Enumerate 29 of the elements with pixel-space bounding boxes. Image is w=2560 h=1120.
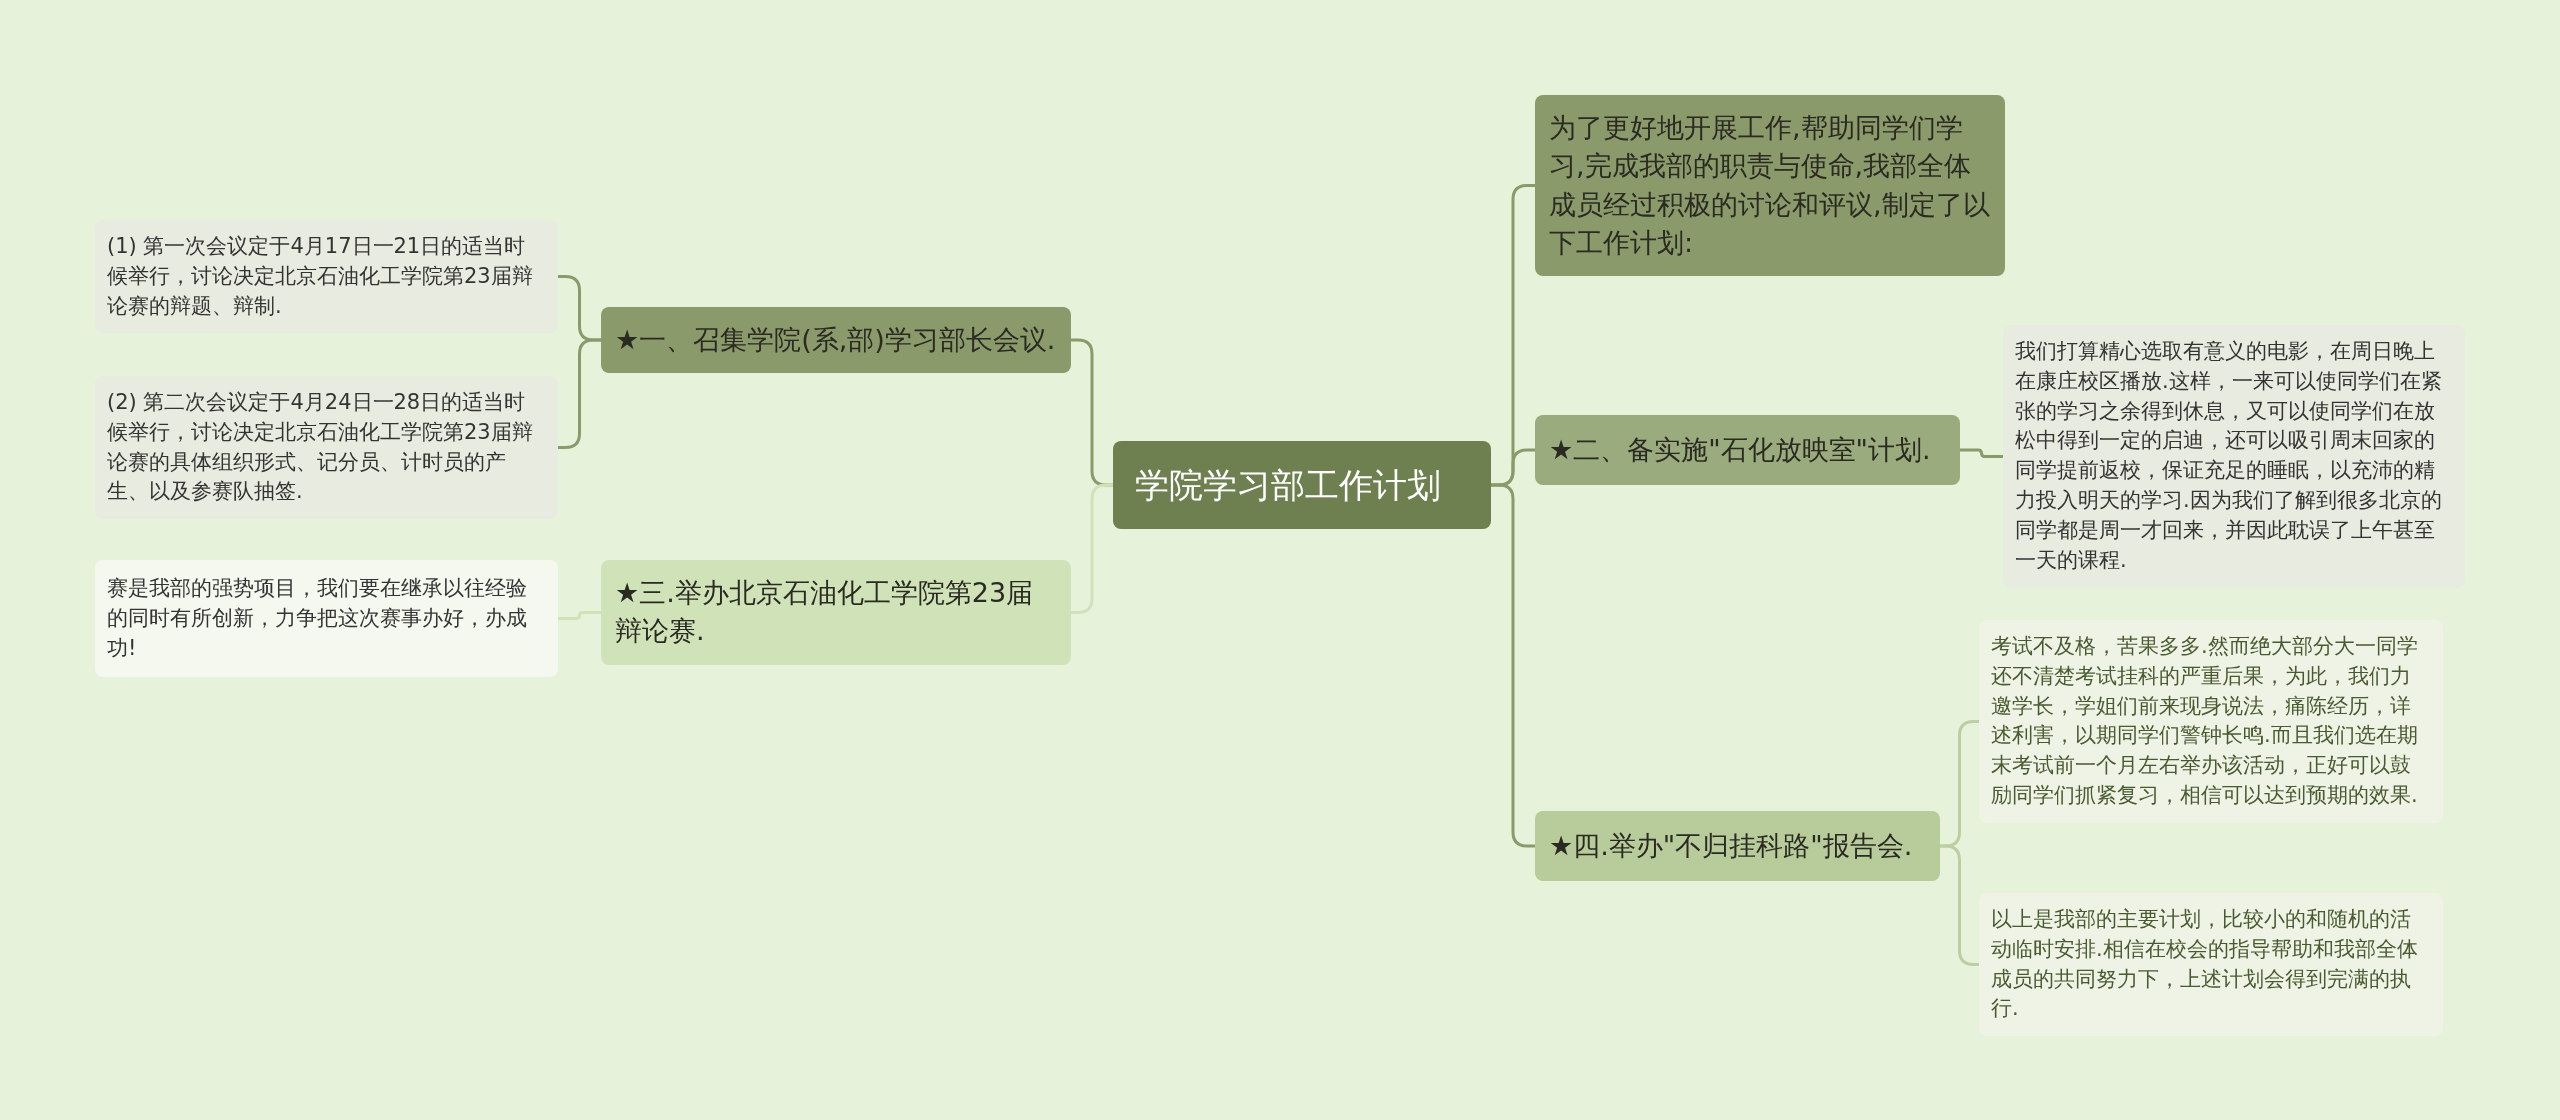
connector-line	[558, 611, 601, 620]
note-box	[1979, 893, 2443, 1037]
note-box	[1979, 620, 2443, 823]
connector-line	[1960, 448, 2003, 458]
root-topic-box	[1113, 441, 1491, 530]
topic-box	[1535, 811, 1940, 882]
topic-text: ★二、备实施"石化放映室"计划.	[1549, 433, 1932, 467]
topic-text: 为了更好地开展工作,帮助同学们学习,完成我部的职责与使命,我部全体成员经过积极的讨论和评议,制定了以下工作计划:	[1549, 111, 1991, 260]
title-text: 学院学习部工作计划	[1135, 464, 1442, 507]
note-box	[95, 560, 558, 678]
note-text: 我们打算精心选取有意义的电影，在周日晚上在康庄校区播放.这样，一来可以使同学们在紧张的学习之余得到休息，又可以使同学们在放松中得到一定的启迪，还可以吸引周末回家的同学提前返校，保证充足的睡眠，以充沛的精力投入明天的学习.因为我们了解到很多北京的同学都是周一才回来，并因此耽误了上午甚至一天的课程.	[2015, 338, 2443, 574]
note-text: 考试不及格，苦果多多.然而绝大部分大一同学还不清楚考试挂科的严重后果，为此，我们力邀学长，学姐们前来现身说法，痛陈经历，详述利害，以期同学们警钟长鸣.而且我们选在期末考试前一个月左右举办该活动，正好可以鼓励同学们抓紧复习，相信可以达到预期的效果.	[1991, 633, 2419, 810]
topic-box	[601, 307, 1071, 374]
topic-text: ★一、召集学院(系,部)学习部长会议.	[615, 323, 1057, 357]
note-text: 以上是我部的主要计划，比较小的和随机的活动临时安排.相信在校会的指导帮助和我部全体成员的共同努力下，上述计划会得到完满的执行.	[1991, 906, 2419, 1023]
note-text: (2) 第二次会议定于4月24日一28日的适当时候举行，讨论决定北京石油化工学院第23届辩论赛的具体组织形式、记分员、计时员的产生、以及参赛队抽签.	[107, 389, 534, 506]
topic-box	[1535, 95, 2005, 277]
topic-box	[1535, 415, 1960, 486]
topic-text: ★三.举办北京石油化工学院第23届辩论赛.	[615, 576, 1035, 649]
connector-line	[1491, 483, 1535, 848]
connector-line	[1071, 483, 1113, 614]
note-text: (1) 第一次会议定于4月17日一21日的适当时候举行，讨论决定北京石油化工学院第23届辩论赛的辩题、辩制.	[107, 233, 534, 320]
note-box	[2003, 325, 2465, 588]
note-text: 赛是我部的强势项目，我们要在继承以往经验的同时有所创新，力争把这次赛事办好，办成功!	[107, 575, 528, 662]
topic-box	[601, 560, 1071, 665]
note-box	[95, 220, 558, 334]
connector-line	[558, 338, 601, 449]
note-box	[95, 376, 558, 520]
topic-text: ★四.举办"不归挂科路"报告会.	[1549, 829, 1914, 863]
